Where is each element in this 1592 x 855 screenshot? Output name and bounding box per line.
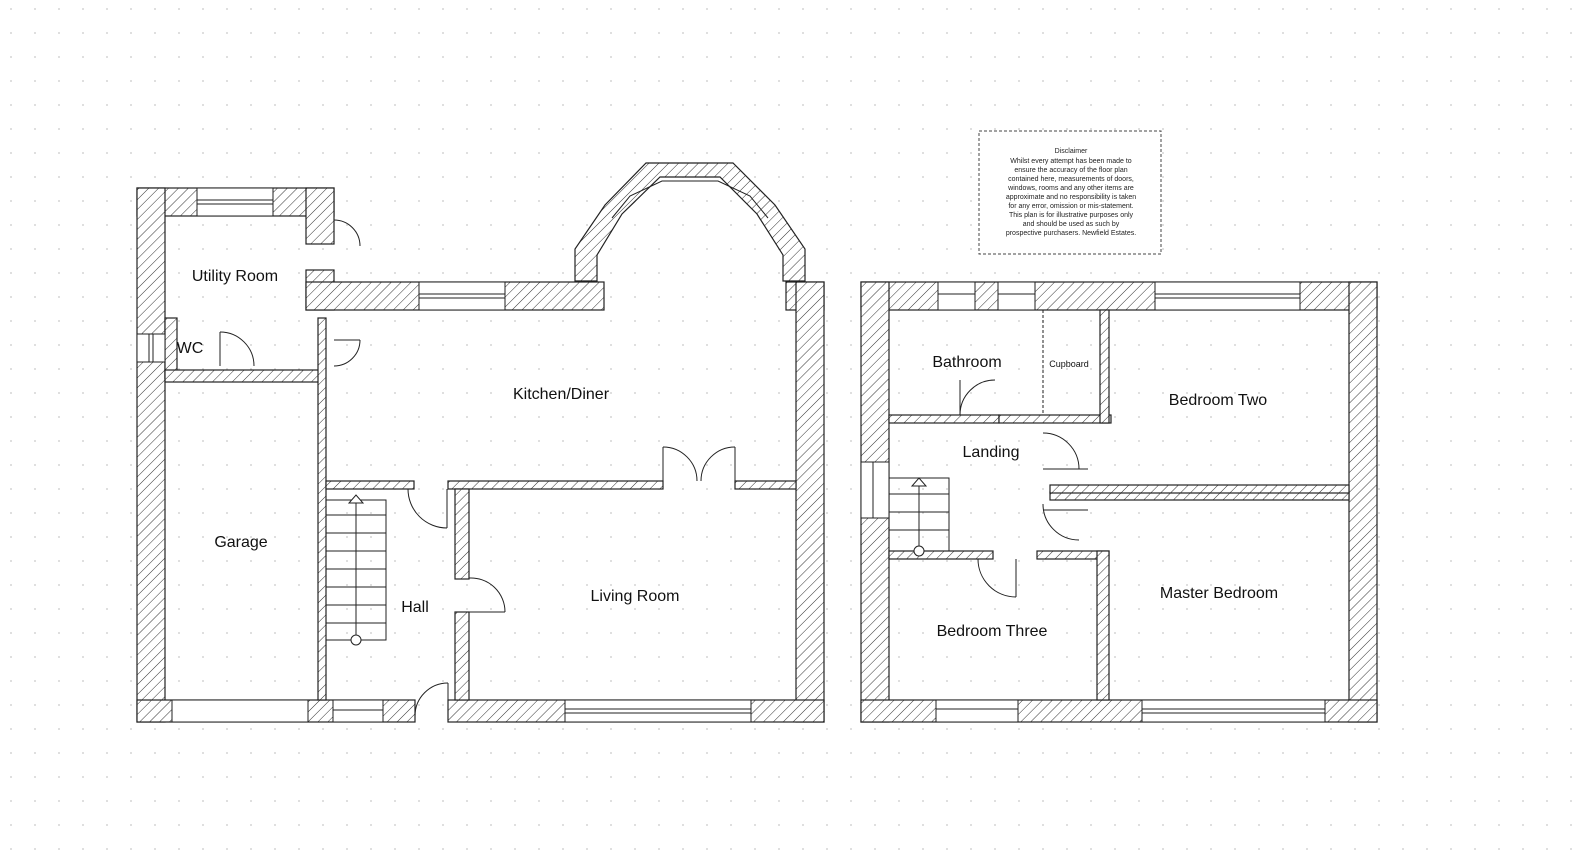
room-label-cupboard: Cupboard <box>1049 359 1089 369</box>
disclaimer-line: and should be used as such by <box>1023 221 1120 228</box>
disclaimer-line: Whilst every attempt has been made to <box>1010 158 1131 165</box>
room-label-bedroom-three: Bedroom Three <box>937 623 1048 640</box>
disclaimer-line: prospective purchasers. Newfield Estates… <box>1006 230 1136 237</box>
room-label-hall: Hall <box>401 599 429 616</box>
disclaimer-line: windows, rooms and any other items are <box>1007 185 1134 192</box>
first-floor-windows <box>860 281 1326 723</box>
room-label-master-bedroom: Master Bedroom <box>1160 585 1278 602</box>
ground-floor-windows <box>136 180 769 723</box>
disclaimer-line: approximate and no responsibility is tak… <box>1006 194 1136 201</box>
ground-floor-doors <box>219 219 736 722</box>
room-label-landing: Landing <box>963 444 1020 461</box>
disclaimer-line: ensure the accuracy of the floor plan <box>1014 167 1127 174</box>
room-label-kitchen-diner: Kitchen/Diner <box>513 386 610 403</box>
disclaimer-line: contained here, measurements of doors, <box>1008 176 1134 183</box>
room-label-living-room: Living Room <box>591 588 680 605</box>
disclaimer-line: for any error, omission or mis-statement… <box>1008 203 1133 210</box>
room-label-utility-room: Utility Room <box>192 268 278 285</box>
first-floor-doors <box>959 310 1088 598</box>
room-label-bedroom-two: Bedroom Two <box>1169 392 1268 409</box>
room-label-garage: Garage <box>214 534 267 551</box>
ground-floor-stairs <box>325 494 387 646</box>
disclaimer-box <box>978 130 1162 255</box>
disclaimer-title: Disclaimer <box>1055 148 1088 155</box>
first-floor-stairs <box>888 477 950 557</box>
disclaimer-line: This plan is for illustrative purposes o… <box>1009 212 1134 219</box>
room-label-bathroom: Bathroom <box>932 354 1001 371</box>
room-label-wc: WC <box>177 340 204 357</box>
